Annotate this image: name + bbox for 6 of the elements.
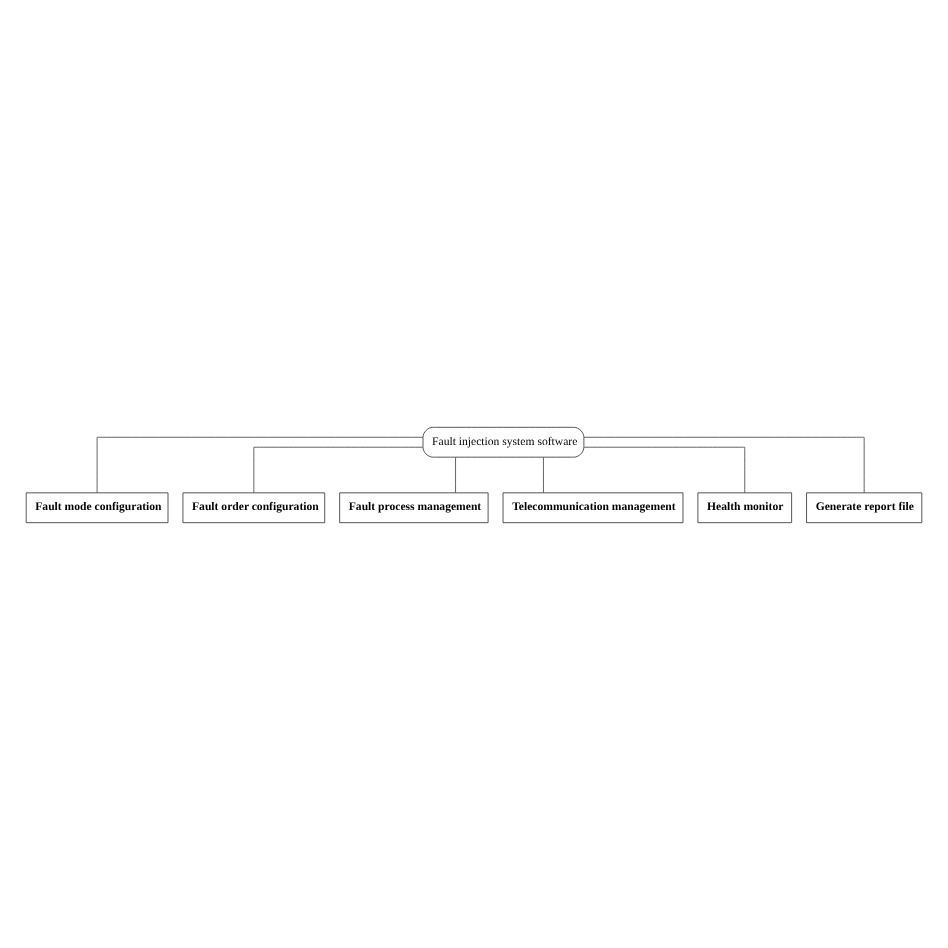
- connector: [583, 435, 865, 493]
- connector: [455, 456, 456, 493]
- connector: [583, 445, 746, 493]
- connector: [96, 435, 424, 493]
- connector: [543, 456, 544, 493]
- connector: [253, 445, 424, 493]
